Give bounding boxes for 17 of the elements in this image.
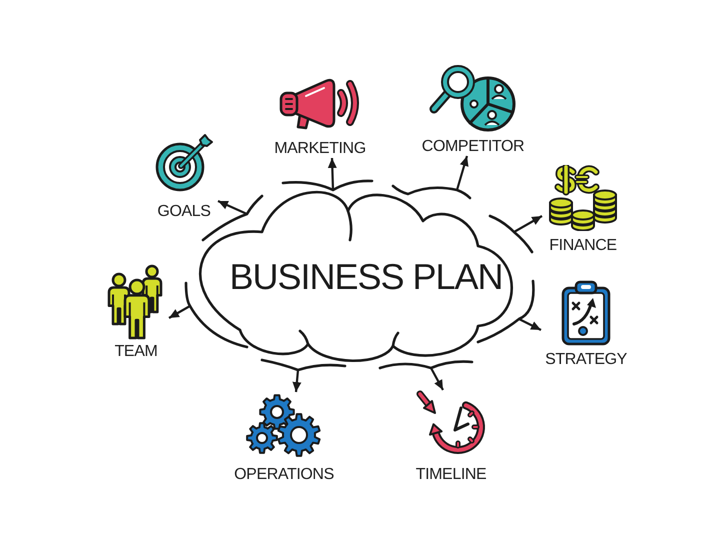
arrow bbox=[168, 305, 191, 319]
arrow bbox=[218, 200, 248, 215]
node-label: MARKETING bbox=[274, 140, 366, 158]
node-label: TIMELINE bbox=[416, 466, 486, 484]
node-label: STRATEGY bbox=[545, 351, 627, 369]
cloud-heading: BUSINESS PLAN bbox=[229, 257, 503, 297]
arrow bbox=[328, 158, 337, 190]
node-label: COMPETITOR bbox=[422, 138, 524, 156]
node-label: GOALS bbox=[157, 203, 211, 221]
node-label: OPERATIONS bbox=[234, 466, 334, 484]
arrow bbox=[513, 215, 543, 233]
arrow bbox=[456, 156, 468, 190]
arrow bbox=[518, 318, 542, 331]
arrow bbox=[292, 370, 302, 392]
node-label: FINANCE bbox=[549, 237, 617, 255]
node-label: TEAM bbox=[114, 343, 158, 361]
arrow bbox=[430, 367, 444, 391]
